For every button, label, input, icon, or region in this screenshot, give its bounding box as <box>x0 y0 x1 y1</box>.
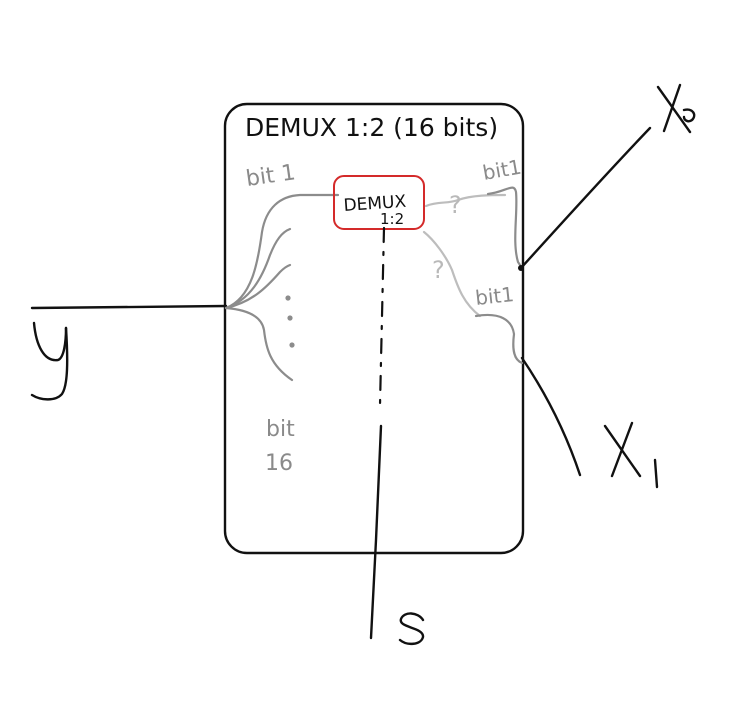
output-bit-top-link <box>424 193 507 208</box>
output-wire-x0 <box>519 126 652 270</box>
output-junction-x0 <box>518 265 524 271</box>
inner-demux-block <box>333 175 425 230</box>
output-wire-x1 <box>520 356 582 477</box>
input-wire-y <box>30 304 228 310</box>
bit-label-output-bottom: bit1 <box>474 282 515 310</box>
inner-block-label-line2: 1:2 <box>380 210 404 228</box>
output-label-x1-text: X <box>606 475 607 477</box>
input-label-y-text: y <box>40 411 41 413</box>
outer-demux-block <box>223 102 525 555</box>
select-label-s: S <box>398 612 425 645</box>
output-bit-bottom-wire <box>474 313 524 365</box>
bit-label-input-last-line2: 16 <box>265 451 293 476</box>
fanout-ellipsis-dot <box>287 315 293 321</box>
inner-block-label-line1: DEMUX <box>343 192 407 216</box>
input-label-y: y <box>30 321 69 413</box>
output-label-x0-subscript-glyph <box>682 108 696 123</box>
uncertain-mark-top: ? <box>449 191 462 219</box>
output-bit-top-wire <box>486 186 524 270</box>
select-line-dashed <box>378 226 386 407</box>
output-label-x0: X 0 <box>656 83 696 134</box>
output-label-x1-subscript-glyph <box>653 458 659 489</box>
input-bit-fanout <box>224 193 340 382</box>
uncertain-mark-bottom: ? <box>432 256 445 284</box>
bit-label-input-last-line1: bit <box>266 417 295 442</box>
select-line-solid <box>369 424 383 640</box>
fanout-ellipsis-dot <box>289 342 295 348</box>
output-bit-bottom-link <box>422 230 482 318</box>
bit-label-output-top: bit1 <box>481 155 523 185</box>
fanout-ellipsis-dot <box>285 295 291 301</box>
bit-label-input-first: bit 1 <box>244 160 297 192</box>
outer-block-title: DEMUX 1:2 (16 bits) <box>245 113 498 142</box>
output-label-x0-text: X <box>660 129 661 131</box>
output-label-x1-subscript: 1 <box>652 485 653 487</box>
output-label-x1: X 1 <box>603 421 659 489</box>
